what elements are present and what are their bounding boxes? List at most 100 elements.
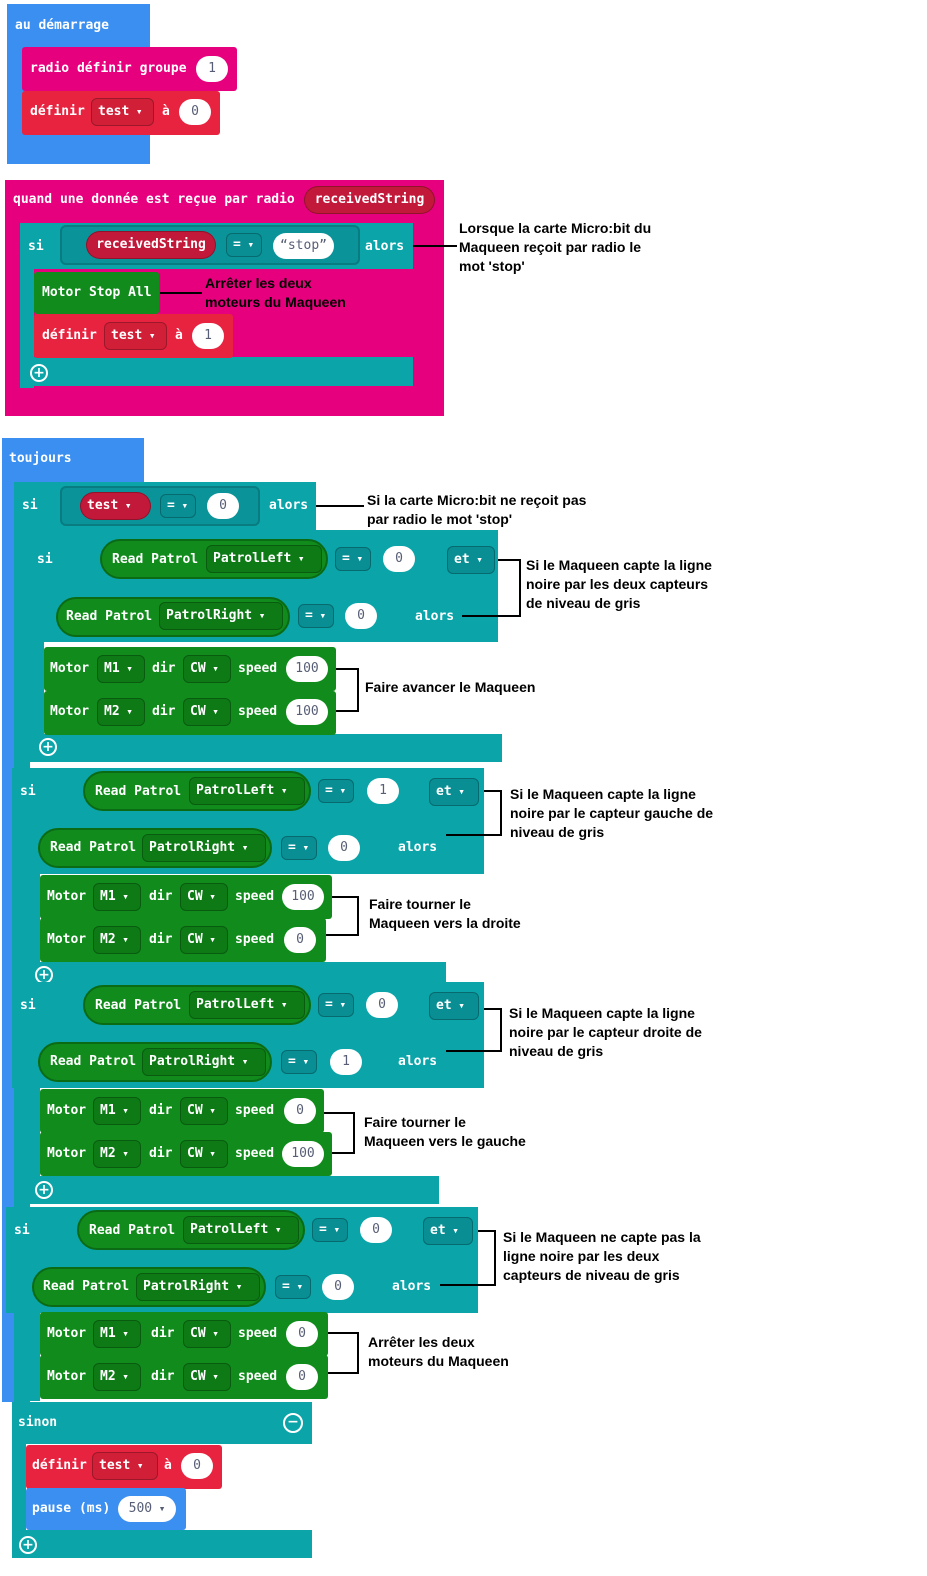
speed-value[interactable]: 100 <box>286 656 328 682</box>
set-value[interactable]: 0 <box>179 99 211 125</box>
dir-label: dir <box>151 1326 175 1341</box>
add-else-plus-icon[interactable]: + <box>35 1181 53 1199</box>
to-label: à <box>162 104 170 119</box>
on-radio-received-title: quand une donnée est reçue par radio <box>13 192 295 207</box>
motor-m1-dropdown[interactable]: M1 <box>93 1320 141 1348</box>
operator-dropdown-test[interactable]: = <box>160 494 196 518</box>
set-value-radio[interactable]: 1 <box>192 323 224 349</box>
connector-line <box>316 505 364 507</box>
annotation-line: Si le Maqueen capte la ligne <box>510 786 696 802</box>
bracket-line <box>324 1112 354 1114</box>
operator-dropdown[interactable]: = <box>226 233 262 257</box>
patrol-right-dropdown[interactable]: PatrolRight <box>159 602 283 630</box>
patrol-right-dropdown[interactable]: PatrolRight <box>136 1273 260 1301</box>
speed-value[interactable]: 0 <box>286 1321 318 1347</box>
patrol-left-dropdown[interactable]: PatrolLeft <box>183 1216 299 1244</box>
bracket-line <box>494 1230 496 1286</box>
patrol-left-value-c3[interactable]: 0 <box>366 992 398 1018</box>
set-value-else[interactable]: 0 <box>181 1453 213 1479</box>
dir-dropdown[interactable]: CW <box>180 883 228 911</box>
received-string-param[interactable]: receivedString <box>304 186 435 214</box>
and-dropdown-c2[interactable]: et <box>429 778 479 806</box>
if-label-c2: si <box>20 784 36 799</box>
and-dropdown-c4[interactable]: et <box>423 1217 473 1245</box>
speed-value[interactable]: 0 <box>284 1098 316 1124</box>
speed-value[interactable]: 0 <box>286 1364 318 1390</box>
motor-m2-dropdown[interactable]: M2 <box>93 926 141 954</box>
dir-dropdown[interactable]: CW <box>180 1140 228 1168</box>
motor-m1-dropdown[interactable]: M1 <box>93 1097 141 1125</box>
operator-dropdown-c3r[interactable]: = <box>281 1050 317 1074</box>
motor-m1-dropdown[interactable]: M1 <box>93 883 141 911</box>
variable-dropdown-else[interactable]: test <box>92 1452 158 1480</box>
operator-dropdown-c2r[interactable]: = <box>281 836 317 860</box>
speed-value[interactable]: 100 <box>282 884 324 910</box>
read-patrol-label: Read Patrol <box>50 1054 137 1069</box>
operator-dropdown-c4r[interactable]: = <box>275 1275 311 1299</box>
to-label-radio: à <box>175 328 183 343</box>
patrol-left-value-c1[interactable]: 0 <box>383 546 415 572</box>
annotation-line: Faire tourner le <box>364 1114 466 1130</box>
bracket-line <box>484 790 502 792</box>
test-variable[interactable]: test <box>80 492 151 520</box>
motor-m2-dropdown[interactable]: M2 <box>93 1363 141 1391</box>
patrol-left-dropdown[interactable]: PatrolLeft <box>206 545 322 573</box>
speed-value[interactable]: 100 <box>282 1141 324 1167</box>
annotation-line: noire par le capteur gauche de <box>510 805 714 821</box>
patrol-left-dropdown[interactable]: PatrolLeft <box>189 777 305 805</box>
patrol-right-value-c4[interactable]: 0 <box>322 1274 354 1300</box>
radio-group-value[interactable]: 1 <box>196 56 228 82</box>
dir-dropdown[interactable]: CW <box>180 926 228 954</box>
patrol-right-value-c1[interactable]: 0 <box>345 603 377 629</box>
add-else-plus-icon[interactable]: + <box>39 738 57 756</box>
speed-value[interactable]: 0 <box>284 927 316 953</box>
operator-dropdown-c1r[interactable]: = <box>298 604 334 628</box>
motor-m1-dropdown[interactable]: M1 <box>97 655 145 683</box>
compare-text: stop <box>287 238 320 253</box>
operator-dropdown-c3l[interactable]: = <box>318 993 354 1017</box>
patrol-right-dropdown[interactable]: PatrolRight <box>142 1048 266 1076</box>
and-dropdown-c3[interactable]: et <box>429 992 479 1020</box>
if-condition2-spine <box>12 768 40 976</box>
motor-m2-dropdown[interactable]: M2 <box>97 698 145 726</box>
bracket-line <box>353 1112 355 1154</box>
dir-dropdown[interactable]: CW <box>183 1363 231 1391</box>
bracket-line <box>328 1332 358 1334</box>
add-else-plus-icon[interactable]: + <box>30 364 48 382</box>
patrol-right-value-c3[interactable]: 1 <box>330 1049 362 1075</box>
operator-dropdown-c2l[interactable]: = <box>318 779 354 803</box>
motor-stop-all-block[interactable] <box>34 272 159 314</box>
dir-dropdown[interactable]: CW <box>183 655 231 683</box>
variable-dropdown[interactable]: test <box>91 98 154 126</box>
add-else-plus-icon[interactable]: + <box>19 1536 37 1554</box>
remove-else-minus-icon[interactable]: − <box>283 1413 303 1433</box>
else-block[interactable] <box>12 1402 312 1444</box>
annotation-line: niveau de gris <box>510 824 605 840</box>
dir-label: dir <box>149 889 173 904</box>
patrol-left-value-c4[interactable]: 0 <box>360 1217 392 1243</box>
received-string-variable[interactable]: receivedString <box>86 231 216 259</box>
forever-block[interactable] <box>2 438 144 482</box>
and-dropdown-c1[interactable]: et <box>447 546 495 574</box>
bracket-line <box>519 559 521 617</box>
bracket-line <box>446 1050 502 1052</box>
patrol-right-value-c2[interactable]: 0 <box>328 835 360 861</box>
pause-value[interactable]: 500 <box>118 1496 176 1522</box>
speed-value[interactable]: 100 <box>286 699 328 725</box>
operator-dropdown-c1l[interactable]: = <box>335 547 371 571</box>
bracket-line <box>462 615 520 617</box>
compare-text-input[interactable]: “stop” <box>273 233 334 259</box>
dir-dropdown[interactable]: CW <box>180 1097 228 1125</box>
patrol-left-dropdown[interactable]: PatrolLeft <box>189 991 305 1019</box>
motor-m2-dropdown[interactable]: M2 <box>93 1140 141 1168</box>
test-value[interactable]: 0 <box>207 493 239 519</box>
annotation-line: noire par le capteur droite de <box>509 1024 702 1040</box>
patrol-right-dropdown[interactable]: PatrolRight <box>142 834 266 862</box>
then-label-c3: alors <box>398 1054 438 1069</box>
if-label-c4: si <box>14 1223 30 1238</box>
variable-dropdown-radio[interactable]: test <box>104 322 167 350</box>
operator-dropdown-c4l[interactable]: = <box>312 1218 348 1242</box>
dir-dropdown[interactable]: CW <box>183 698 231 726</box>
patrol-left-value-c2[interactable]: 1 <box>367 778 399 804</box>
dir-dropdown[interactable]: CW <box>183 1320 231 1348</box>
